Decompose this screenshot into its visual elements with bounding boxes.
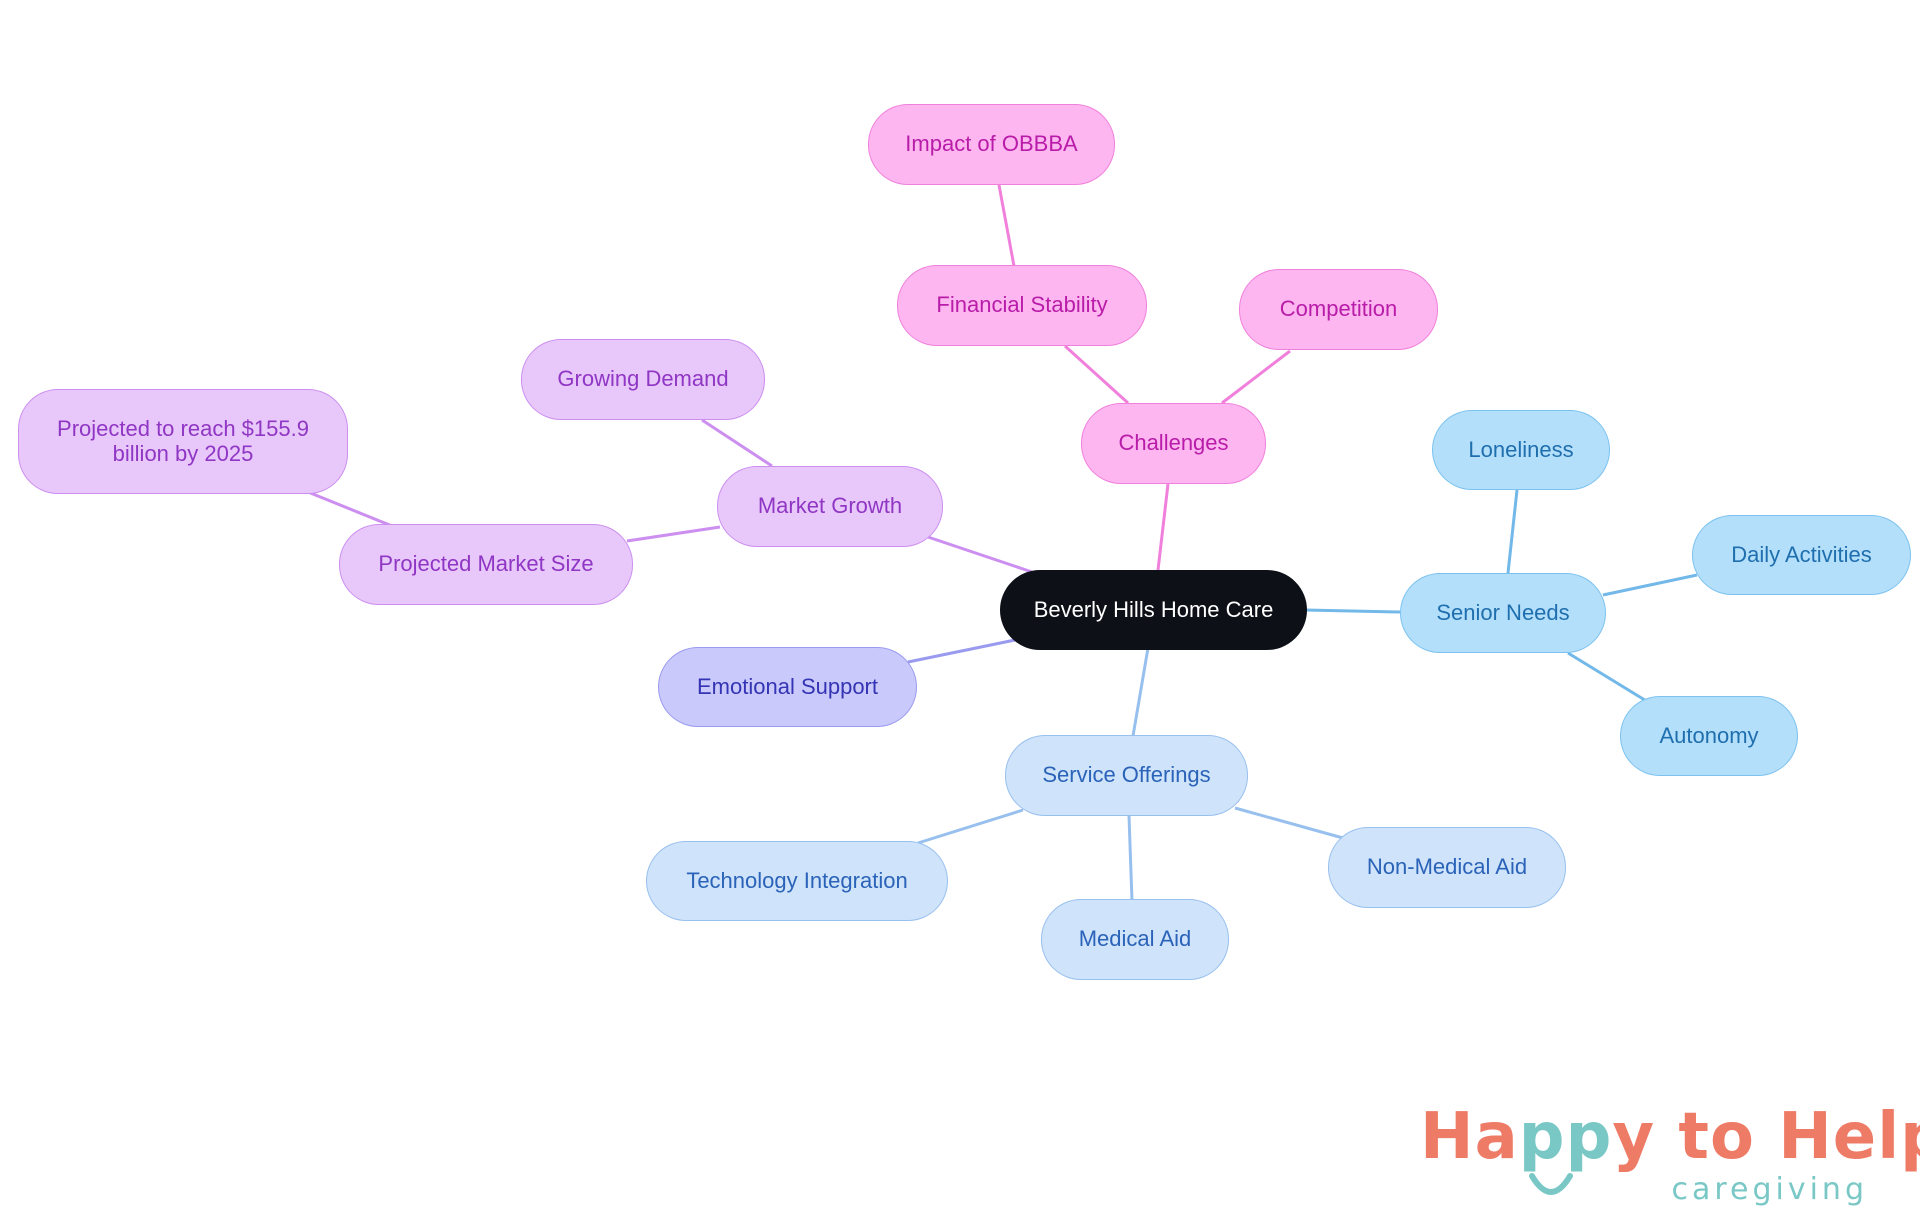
impact-of-obbba-node[interactable]: Impact of OBBBA (868, 104, 1115, 185)
logo-word-part-1: Ha (1420, 1100, 1519, 1174)
edge-market-growing-demand (701, 418, 773, 468)
edge-market-projected-size (626, 525, 721, 543)
edge-root-challenges (1156, 483, 1170, 571)
financial-stability-node[interactable]: Financial Stability (897, 265, 1147, 346)
edge-root-senior-needs (1304, 608, 1401, 614)
daily-activities-node[interactable]: Daily Activities (1692, 515, 1911, 595)
competition-node[interactable]: Competition (1239, 269, 1438, 350)
loneliness-node[interactable]: Loneliness (1432, 410, 1610, 490)
edge-root-service-offerings (1131, 647, 1150, 737)
logo-word-part-3: y to Help (1612, 1100, 1920, 1174)
edge-challenges-financial (1063, 344, 1130, 405)
emotional-support-node[interactable]: Emotional Support (658, 647, 917, 727)
root-node[interactable]: Beverly Hills Home Care (1000, 570, 1307, 650)
happy-to-help-logo: Happy to Help caregiving (1420, 1100, 1920, 1210)
edge-senior-needs-loneliness (1506, 489, 1519, 574)
edge-senior-needs-autonomy (1567, 651, 1649, 704)
logo-subtitle: caregiving (1671, 1172, 1868, 1207)
growing-demand-node[interactable]: Growing Demand (521, 339, 765, 420)
edge-service-non-medical (1234, 806, 1344, 840)
smile-icon (1529, 1173, 1573, 1195)
challenges-node[interactable]: Challenges (1081, 403, 1266, 484)
edge-projected-size-projection (307, 490, 393, 528)
market-growth-node[interactable]: Market Growth (717, 466, 943, 547)
projection-node[interactable]: Projected to reach $155.9 billion by 202… (18, 389, 348, 494)
edge-financial-impact (997, 184, 1016, 267)
edge-senior-needs-daily-activities (1602, 573, 1698, 597)
logo-word-part-2: pp (1518, 1100, 1613, 1174)
technology-integration-node[interactable]: Technology Integration (646, 841, 948, 921)
non-medical-aid-node[interactable]: Non-Medical Aid (1328, 827, 1566, 908)
medical-aid-node[interactable]: Medical Aid (1041, 899, 1229, 980)
edge-challenges-competition (1221, 349, 1291, 405)
edge-root-emotional-support (907, 638, 1016, 664)
edge-service-medical (1127, 815, 1134, 902)
edge-root-market-growth (927, 535, 1033, 574)
projected-market-size-node[interactable]: Projected Market Size (339, 524, 633, 605)
service-offerings-node[interactable]: Service Offerings (1005, 735, 1248, 816)
logo-wordmark: Happy to Help (1420, 1100, 1920, 1174)
senior-needs-node[interactable]: Senior Needs (1400, 573, 1606, 653)
edge-service-technology (917, 808, 1024, 845)
autonomy-node[interactable]: Autonomy (1620, 696, 1798, 776)
